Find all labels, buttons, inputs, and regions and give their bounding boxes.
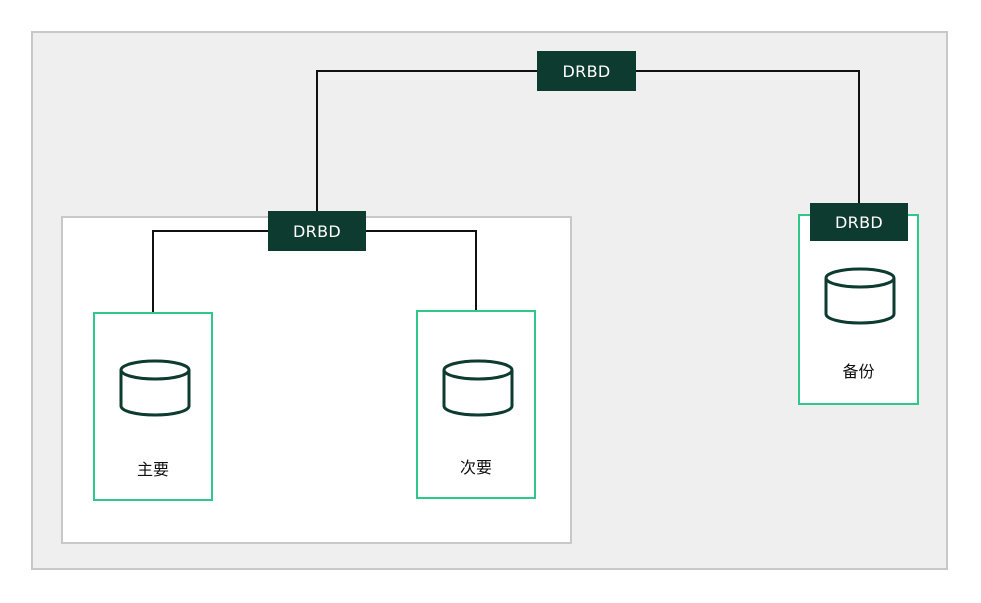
database-icon — [442, 359, 514, 417]
top-drbd-badge: DRBD — [537, 51, 636, 91]
backup-drbd-badge: DRBD — [810, 203, 908, 241]
top-link-line — [316, 70, 860, 216]
secondary-label: 次要 — [459, 458, 492, 477]
backup-node: 备份 — [798, 214, 919, 405]
backup-label: 备份 — [842, 362, 875, 381]
database-icon — [119, 359, 191, 417]
primary-label: 主要 — [136, 460, 169, 479]
inner-drbd-badge: DRBD — [268, 211, 366, 251]
database-icon — [824, 267, 896, 325]
secondary-node: 次要 — [416, 310, 536, 499]
primary-node: 主要 — [93, 312, 213, 501]
